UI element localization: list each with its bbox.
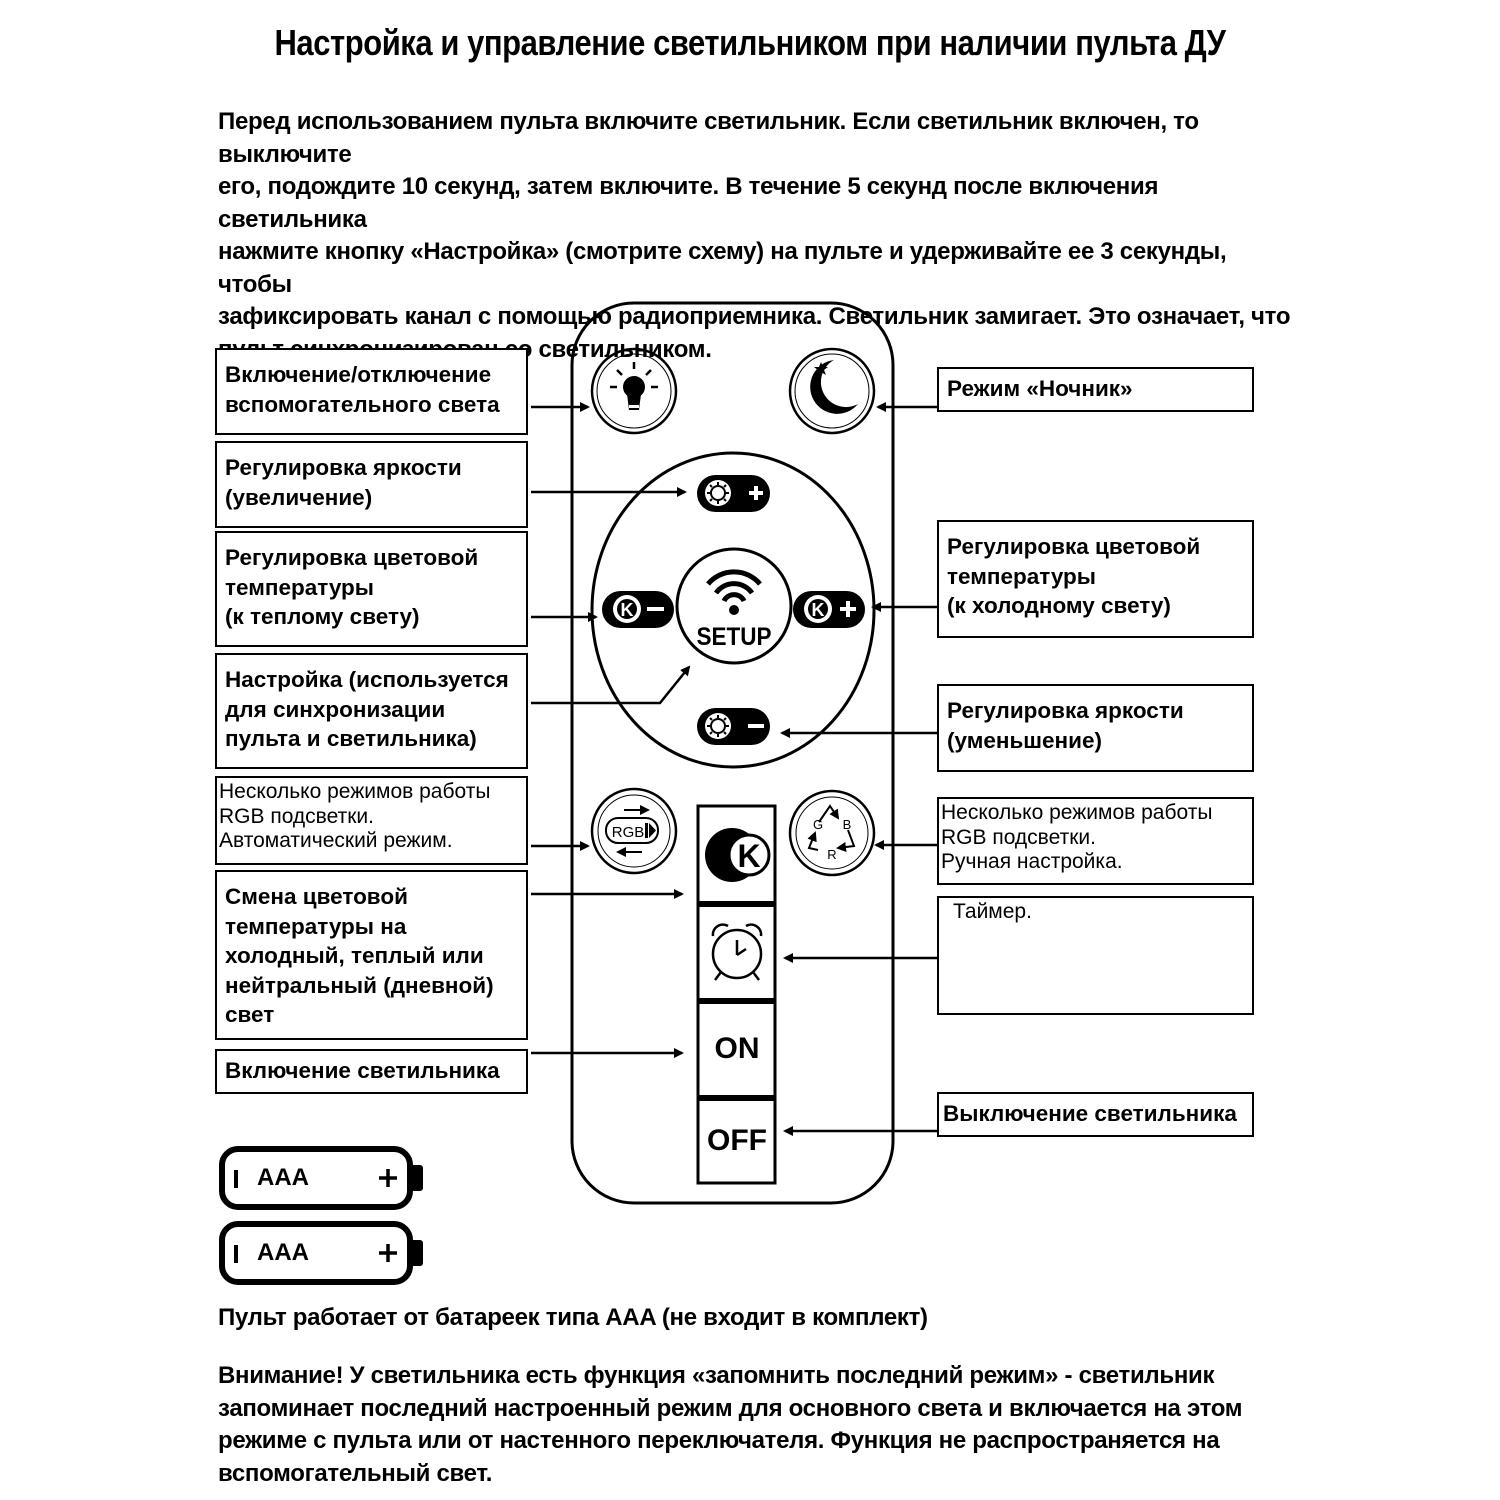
label-power-off: Выключение светильника bbox=[937, 1092, 1254, 1137]
label-brightness-up: Регулировка яркости (увеличение) bbox=[215, 441, 528, 528]
brightness-up-button[interactable] bbox=[697, 475, 770, 512]
night-mode-button[interactable] bbox=[788, 347, 876, 435]
remote-body bbox=[570, 301, 895, 1205]
wifi-icon bbox=[706, 569, 762, 603]
battery-note: Пульт работает от батареек типа AAA (не … bbox=[218, 1304, 928, 1331]
plus-icon bbox=[840, 601, 856, 617]
label-rgb-auto: Несколько режимов работы RGB подсветки. … bbox=[215, 776, 528, 865]
rgb-auto-button[interactable]: RGB bbox=[590, 787, 678, 875]
label-night-mode: Режим «Ночник» bbox=[937, 367, 1254, 412]
k-icon: K bbox=[621, 600, 634, 620]
battery-label: AAA bbox=[257, 1239, 309, 1266]
off-button[interactable]: OFF bbox=[700, 1101, 773, 1181]
recycle-letter-g: G bbox=[813, 817, 823, 832]
label-aux-light: Включение/отключение вспомогательного св… bbox=[215, 348, 528, 435]
label-brightness-down: Регулировка яркости (уменьшение) bbox=[937, 684, 1254, 772]
off-label: OFF bbox=[707, 1124, 767, 1157]
battery-2: AAA bbox=[219, 1221, 423, 1285]
timer-button[interactable] bbox=[700, 907, 773, 999]
label-color-temp-cold: Регулировка цветовой температуры (к холо… bbox=[937, 520, 1254, 638]
label-setup: Настройка (используется для синхронизаци… bbox=[215, 653, 528, 769]
label-rgb-manual: Несколько режимов работы RGB подсветки. … bbox=[937, 797, 1254, 885]
recycle-icon bbox=[807, 804, 856, 852]
star-icon bbox=[814, 362, 828, 375]
plus-icon bbox=[379, 1169, 397, 1187]
setup-button[interactable]: SETUP bbox=[675, 547, 793, 665]
label-power-on: Включение светильника bbox=[215, 1049, 528, 1094]
aux-light-button[interactable] bbox=[590, 347, 678, 435]
color-temp-warm-button[interactable]: K bbox=[602, 591, 674, 628]
warning-text: Внимание! У светильника есть функция «за… bbox=[218, 1362, 1243, 1487]
on-button[interactable]: ON bbox=[700, 1004, 773, 1096]
k-icon: K bbox=[812, 600, 825, 620]
alarm-clock-icon bbox=[711, 923, 763, 981]
plus-icon bbox=[379, 1244, 397, 1262]
k-icon: K bbox=[737, 838, 760, 874]
cycle-arrows-icon bbox=[616, 805, 650, 857]
sun-icon bbox=[707, 482, 729, 504]
label-timer: Таймер. bbox=[937, 896, 1254, 1015]
brightness-down-button[interactable] bbox=[697, 708, 770, 745]
battery-1: AAA bbox=[219, 1146, 423, 1210]
color-temp-switch-button[interactable]: K bbox=[700, 808, 773, 902]
battery-label: AAA bbox=[257, 1164, 309, 1191]
setup-label: SETUP bbox=[697, 623, 772, 651]
function-button-column bbox=[696, 804, 777, 1185]
play-pause-icon bbox=[645, 823, 656, 838]
recycle-letter-b: B bbox=[843, 817, 852, 832]
rgb-label: RGB bbox=[612, 824, 645, 841]
label-color-temp-switch: Смена цветовой температуры на холодный, … bbox=[215, 870, 528, 1040]
page-title: Настройка и управление светильником при … bbox=[274, 22, 1226, 63]
recycle-letter-r: R bbox=[827, 847, 836, 862]
label-color-temp-warm: Регулировка цветовой температуры (к тепл… bbox=[215, 531, 528, 647]
rgb-manual-button[interactable]: G B R bbox=[788, 789, 876, 877]
on-label: ON bbox=[715, 1032, 760, 1065]
moon-icon bbox=[810, 360, 858, 414]
bulb-icon bbox=[610, 362, 658, 410]
sun-icon bbox=[707, 715, 729, 737]
callout-arrows bbox=[531, 402, 937, 1136]
color-temp-cold-button[interactable]: K bbox=[793, 591, 865, 628]
arrow-setup bbox=[531, 665, 691, 705]
plus-icon bbox=[749, 486, 763, 500]
